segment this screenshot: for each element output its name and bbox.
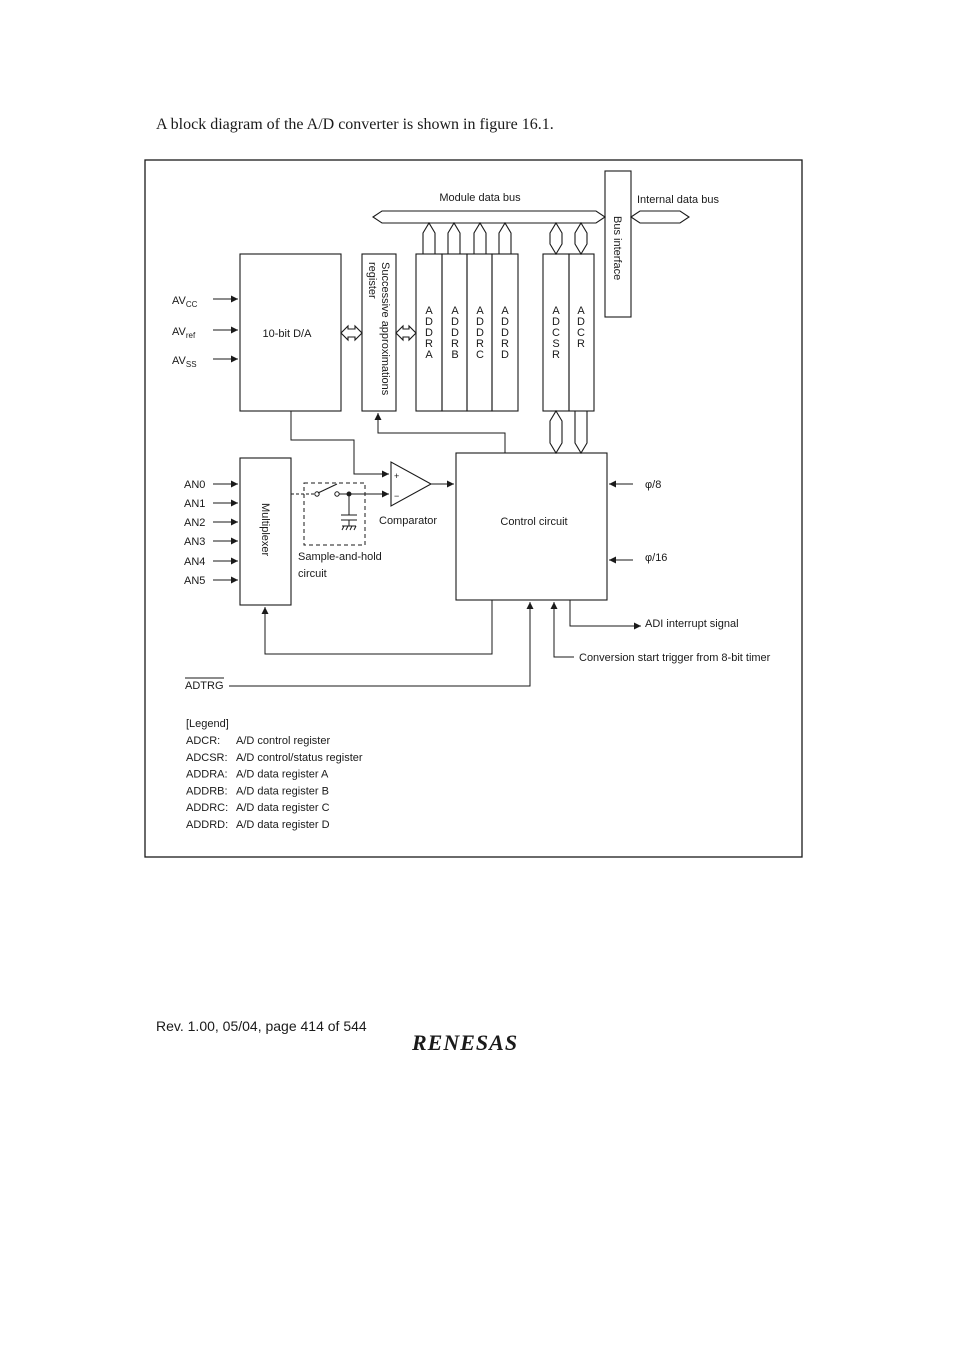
bus-interface-label: Bus interface <box>611 216 623 280</box>
legend-desc: A/D data register B <box>236 785 329 797</box>
control-to-multiplexer <box>261 600 493 655</box>
trigger-line <box>550 602 574 658</box>
legend-abbr: ADDRD: <box>186 819 228 831</box>
comparator-plus: + <box>394 471 399 481</box>
sample-hold-label-2: circuit <box>298 568 327 580</box>
internal-data-bus <box>630 210 690 224</box>
sar-label-line1: Successive approximations <box>379 262 391 396</box>
bus-arrow-adcsr <box>549 221 563 256</box>
bus-arrow-addra <box>422 221 436 255</box>
adtrg-label: ADTRG <box>185 680 224 692</box>
trigger-label: Conversion start trigger from 8-bit time… <box>579 652 771 664</box>
comparator-minus: − <box>394 491 399 501</box>
legend-abbr: ADCSR: <box>186 752 228 764</box>
comparator-label: Comparator <box>379 515 437 527</box>
power-avcc: AVCC <box>172 295 198 309</box>
intro-text: A block diagram of the A/D converter is … <box>156 116 554 133</box>
clock1-label: φ/8 <box>645 479 661 491</box>
power-avss: AVSS <box>172 355 197 369</box>
control-to-sar <box>374 413 506 453</box>
clock2-label: φ/16 <box>645 552 667 564</box>
register-addrd-box <box>491 253 519 412</box>
legend-desc: A/D data register C <box>236 802 330 814</box>
da-to-comparator <box>290 411 389 478</box>
adcr-control-arrow <box>574 410 588 455</box>
an4-label: AN4 <box>184 556 205 568</box>
an5-label: AN5 <box>184 575 205 587</box>
module-data-bus <box>372 210 606 224</box>
bus-arrow-addrb <box>447 221 461 255</box>
power-avref: AVref <box>172 326 196 340</box>
bus-arrow-adcr <box>574 221 588 256</box>
comparator-triangle <box>390 461 433 507</box>
renesas-logo: RENESAS <box>412 1030 519 1055</box>
bus-interface-block <box>604 170 632 318</box>
adcsr-control-arrow <box>549 409 563 455</box>
da-sar-arrow <box>340 324 363 342</box>
legend-abbr: ADDRC: <box>186 802 228 814</box>
adtrg-line <box>229 602 534 687</box>
sar-label-line2: register <box>366 262 378 299</box>
legend-desc: A/D control/status register <box>236 752 363 764</box>
da-label: 10-bit D/A <box>263 328 313 340</box>
legend-abbr: ADDRB: <box>186 785 228 797</box>
sar-addr-arrow <box>395 324 417 342</box>
internal-bus-label: Internal data bus <box>637 194 719 206</box>
multiplexer-block <box>239 457 292 606</box>
figure-frame <box>144 159 803 858</box>
multiplexer-label: Multiplexer <box>259 503 271 557</box>
bus-arrow-addrd <box>498 221 512 255</box>
legend-abbr: ADCR: <box>186 735 220 747</box>
legend-desc: A/D control register <box>236 735 330 747</box>
legend-desc: A/D data register D <box>236 819 330 831</box>
adi-line <box>569 600 641 630</box>
legend-title: [Legend] <box>186 718 229 730</box>
an2-label: AN2 <box>184 517 205 529</box>
an3-label: AN3 <box>184 536 205 548</box>
control-circuit-label: Control circuit <box>500 516 567 528</box>
bus-arrow-addrc <box>473 221 487 255</box>
page-footer: Rev. 1.00, 05/04, page 414 of 544 <box>156 1018 367 1034</box>
an1-label: AN1 <box>184 498 205 510</box>
legend-abbr: ADDRA: <box>186 769 228 781</box>
sample-hold-box <box>303 482 366 546</box>
module-bus-label: Module data bus <box>439 192 521 204</box>
an0-label: AN0 <box>184 479 205 491</box>
control-circuit-block <box>455 452 608 601</box>
adi-label: ADI interrupt signal <box>645 618 739 630</box>
sample-hold-label-1: Sample-and-hold <box>298 551 382 563</box>
legend-desc: A/D data register A <box>236 769 329 781</box>
